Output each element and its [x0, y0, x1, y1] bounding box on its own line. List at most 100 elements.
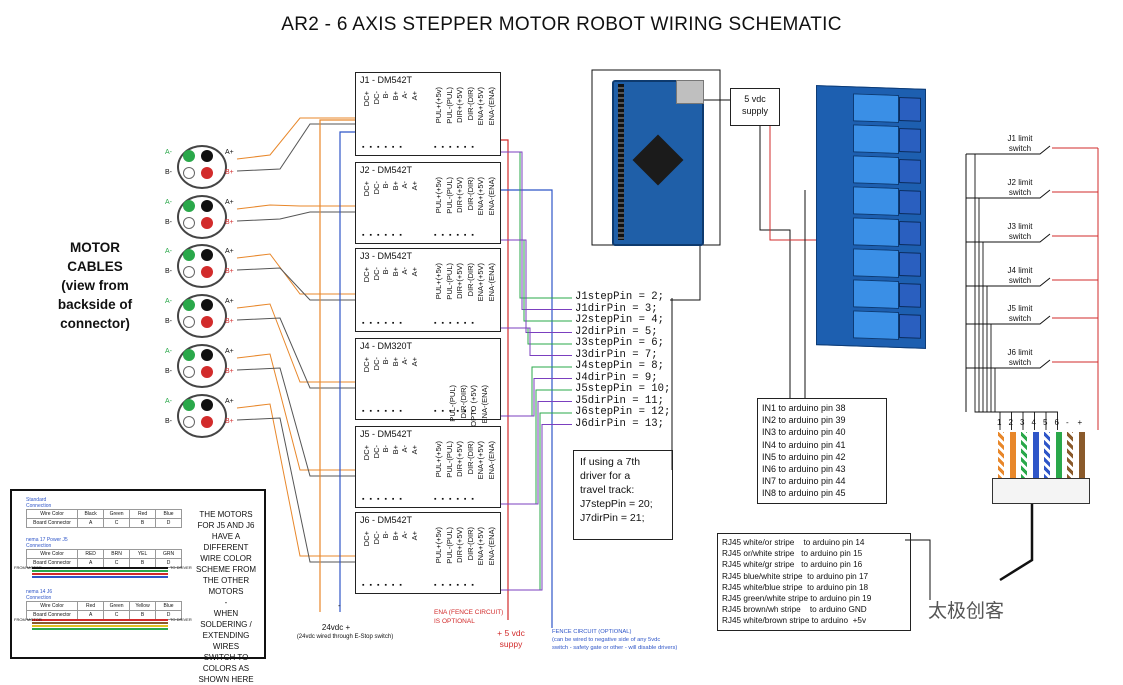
legend-note-line: EXTENDING WIRES — [202, 631, 250, 651]
motor-wire-a — [236, 303, 371, 400]
relay-cube — [853, 310, 899, 340]
green-pin — [183, 349, 195, 361]
legend-cell: Wire Color — [40, 551, 64, 557]
red-pin — [201, 366, 213, 378]
black-pin — [201, 349, 213, 361]
label-b-plus: B+ — [225, 219, 234, 226]
rj45-map-line: RJ45 white/blue stripe to arduino pin 18 — [722, 582, 869, 592]
driver-pin-left: DC- — [371, 531, 381, 545]
driver-pin-left: DC- — [371, 445, 381, 459]
driver-pin-left: B+ — [390, 445, 400, 455]
driver-pin-left: B- — [381, 267, 390, 275]
driver-name: J1 - DM542T — [360, 75, 413, 85]
limit-switch-wire — [966, 359, 1051, 369]
legend-note-line: WHEN SOLDERING / — [200, 609, 252, 629]
pin-terminals: ▪▪▪▪▪▪ — [362, 232, 407, 239]
driver-pin-right: DIR+(+5V) — [455, 87, 464, 123]
fence-circuit-note: FENCE CIRCUIT (OPTIONAL) (can be wired t… — [552, 629, 678, 651]
driver-pin-right: PUL+(+5v) — [434, 441, 443, 478]
fence-blue-bus — [490, 189, 553, 628]
label-a-minus: A- — [165, 149, 172, 156]
driver-pin-right: OPTO (+5V) — [469, 385, 478, 427]
pin-code-line: J5dirPin = 11; — [575, 394, 665, 407]
legend-cell: RED — [77, 550, 103, 558]
rj45-housing — [992, 478, 1090, 504]
24v-estop-note: (24vdc wired through E-Stop switch) — [296, 634, 394, 640]
24v-positive-bus — [319, 119, 358, 612]
pin-terminals-right: ▪▪▪▪▪▪ — [434, 408, 479, 415]
driver-pin-left: B+ — [390, 91, 400, 101]
legend-note-line: SHOWN HERE — [198, 675, 254, 684]
black-pin — [201, 299, 213, 311]
rj45-map-line: RJ45 brown/wh stripe to arduino GND — [722, 605, 867, 615]
legend-cell: Wire Color — [40, 603, 64, 609]
legend-note-line: THE OTHER MOTORS — [202, 576, 250, 596]
limit-switch-wire — [966, 233, 1051, 243]
driver-pin-left: DC+ — [362, 445, 371, 461]
driver-pin-left: A- — [400, 357, 409, 365]
legend-cell: Blue — [155, 602, 181, 610]
arduino-mega-board — [612, 80, 704, 246]
24v-minus-label: - — [338, 601, 341, 610]
driver-pin-right: DIR+(+5V) — [455, 177, 464, 213]
rj45-wire — [1067, 432, 1073, 478]
limit-label-line: switch — [1008, 144, 1032, 153]
relay-terminal — [899, 282, 921, 308]
legend-cell: A — [77, 519, 103, 527]
label-b-minus: B- — [165, 368, 172, 375]
driver-pin-right: ENA+(+5V) — [476, 441, 485, 480]
limit-drop — [994, 368, 1058, 430]
pin-terminals-right: ▪▪▪▪▪▪ — [434, 144, 479, 151]
label-a-plus: A+ — [225, 348, 234, 355]
legend-cell: Red — [129, 510, 155, 518]
rj45-wire — [998, 432, 1004, 478]
pin-code-line: J2dirPin = 5; — [575, 325, 658, 338]
relay-terminal — [899, 251, 921, 277]
white-pin — [183, 217, 195, 229]
legend-note-line: THE MOTORS — [199, 510, 253, 519]
header-pins — [618, 84, 624, 240]
relay-terminal — [899, 189, 921, 215]
rj45-wire — [1021, 432, 1027, 478]
driver-pin-left: A+ — [409, 357, 419, 367]
driver-pin-right: PUL-(PUL) — [444, 177, 454, 214]
white-pin — [183, 167, 195, 179]
relay-map-line: IN7 to arduino pin 44 — [762, 476, 846, 487]
5v-supply-box: 5 vdc supply — [730, 88, 780, 126]
driver-pin-right: PUL-(PUL) — [444, 527, 454, 564]
driver-pin-right: PUL-(PUL) — [444, 441, 454, 478]
legend-cell: Wire Color — [40, 511, 64, 517]
relay-cube — [853, 248, 899, 278]
legend-cell: Board Connector — [33, 560, 71, 566]
rj45-link-arrow — [999, 500, 1034, 582]
legend-table-subtitle: Connection — [26, 503, 52, 509]
relay-terminal — [899, 127, 921, 153]
label-b-plus: B+ — [225, 169, 234, 176]
limit-label-line: switch — [1008, 232, 1032, 241]
legend-cell: A — [77, 559, 103, 567]
relay-map-line: IN3 to arduino pin 40 — [762, 427, 846, 438]
rj45-pin-label: 3 — [1020, 418, 1025, 427]
motor-connector-1: A-B-A+B+ — [163, 145, 237, 189]
legend-cell: BRN — [103, 550, 129, 558]
limit-switch-wire — [966, 145, 1051, 155]
legend-table-title: Standard — [26, 497, 47, 503]
relay-cube — [853, 279, 899, 309]
relay-terminal — [899, 220, 921, 246]
driver-pin-right: ENA-(ENA) — [486, 441, 496, 480]
legend-table-subtitle: Connection — [26, 595, 52, 601]
label-b-minus: B- — [165, 169, 172, 176]
legend-cell: D — [155, 519, 181, 527]
legend-cell: Board Connector — [33, 520, 71, 526]
rj45-map-line: RJ45 or/white stripe to arduino pin 15 — [722, 549, 863, 559]
driver-pin-left: DC+ — [362, 267, 371, 283]
